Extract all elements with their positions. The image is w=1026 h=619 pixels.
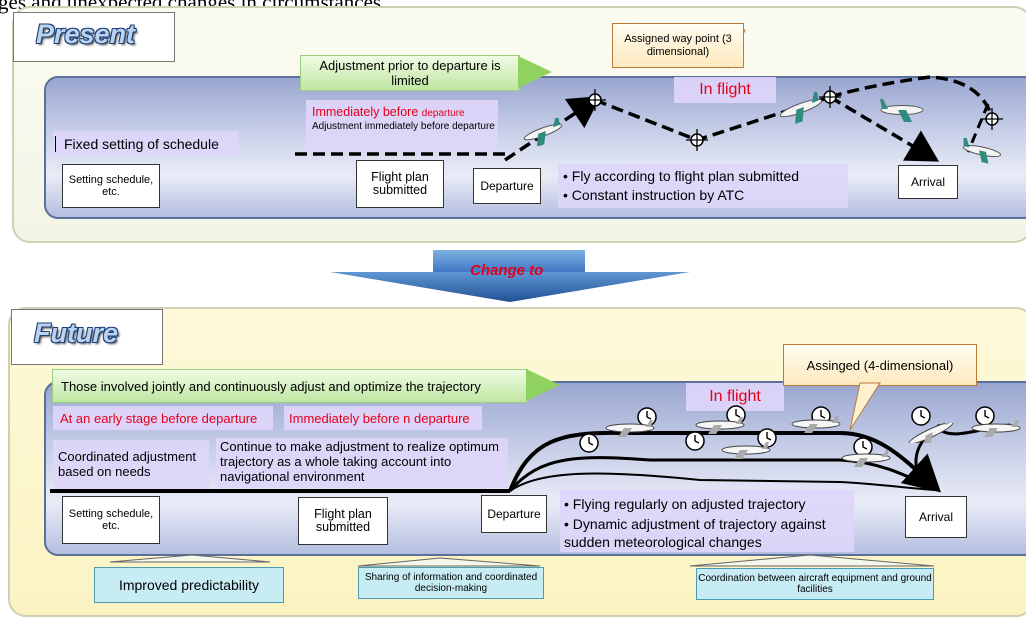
pillar-equipment-coordination: Coordination between aircraft equipment …: [696, 568, 934, 600]
airplane-icon: [605, 420, 655, 437]
present-bullet-2: • Constant instruction by ATC: [563, 187, 745, 203]
clock-icon: [685, 431, 705, 451]
airplane-icon: [523, 118, 563, 146]
present-waypoint-callout: Assigned way point (3 dimensional): [612, 23, 744, 68]
future-departure: Departure: [481, 495, 547, 533]
waypoint-icon: [686, 129, 708, 151]
airplane-icon: [880, 99, 924, 122]
present-flight-plan: Flight plan submitted: [356, 160, 444, 208]
future-banner: Those involved jointly and continuously …: [52, 369, 528, 403]
change-to-arrow-bar: [433, 250, 585, 272]
airplane-icon: [779, 92, 823, 124]
banner-arrow-icon: [518, 56, 552, 88]
airplane-icon: [695, 417, 745, 434]
pillar-improved-predictability: Improved predictability: [94, 567, 284, 603]
future-title: Future: [34, 318, 118, 348]
fixed-setting-box: Fixed setting of schedule: [53, 131, 238, 156]
airplane-icon: [791, 416, 841, 433]
continue-box: [216, 438, 508, 488]
present-departure: Departure: [473, 168, 541, 204]
present-title: Present: [36, 19, 136, 49]
airplane-icon: [962, 138, 1002, 164]
future-immediately-box: Immediately before n departure: [284, 406, 482, 430]
airplane-icon: [721, 442, 771, 459]
coordinated-text: Coordinated adjustment based on needs: [58, 449, 197, 479]
continue-text: Continue to make adjustment to realize o…: [220, 439, 499, 484]
present-in-flight: In flight: [699, 81, 751, 98]
present-title-box: [13, 12, 175, 62]
clock-icon: [911, 406, 931, 426]
clock-icon: [757, 428, 777, 448]
present-bullet-1: • Fly according to flight plan submitted: [563, 168, 800, 184]
present-setting-schedule: Setting schedule, etc.: [62, 164, 160, 208]
airplane-icon: [841, 450, 891, 467]
future-arrival: Arrival: [905, 496, 967, 538]
airplane-icon: [971, 420, 1021, 437]
present-bullets-box: [558, 164, 848, 208]
present-immediately-sub: Adjustment immediately before departure: [312, 121, 495, 132]
future-flight-plan: Flight plan submitted: [298, 497, 388, 545]
clock-icon: [853, 437, 873, 457]
present-arrival: Arrival: [898, 165, 958, 199]
future-in-flight-box: In flight: [686, 383, 784, 411]
early-stage-box: At an early stage before departure: [53, 406, 273, 430]
pillar-information-sharing: Sharing of information and coordinated d…: [358, 567, 544, 599]
waypoint-icon: [981, 108, 1003, 130]
future-setting-schedule: Setting schedule, etc.: [62, 496, 160, 544]
present-in-flight-box: In flight: [674, 77, 776, 103]
future-title-box: [11, 309, 163, 365]
future-bullet-1: • Flying regularly on adjusted trajector…: [564, 496, 806, 512]
present-immediately-box: [306, 100, 498, 152]
airplane-icon: [908, 423, 954, 443]
waypoint-icon: [819, 86, 841, 108]
future-bullet-2: • Dynamic adjustment of trajectory again…: [564, 516, 826, 550]
fixed-setting-text: Fixed setting of schedule: [55, 135, 219, 152]
future-bullets-box: [560, 490, 854, 552]
change-to-label: Change to: [470, 262, 544, 279]
banner-arrow-icon: [526, 369, 560, 401]
present-immediately-label: Immediately before departure: [312, 105, 465, 119]
waypoint-icon: [584, 89, 606, 111]
coordinated-box: [53, 440, 209, 490]
clock-icon: [579, 433, 599, 453]
present-banner: Adjustment prior to departure is limited: [300, 55, 520, 91]
future-trajectory-callout: Assinged (4-dimensional): [783, 344, 977, 386]
present-banner-text: Adjustment prior to departure is limited: [319, 58, 501, 88]
